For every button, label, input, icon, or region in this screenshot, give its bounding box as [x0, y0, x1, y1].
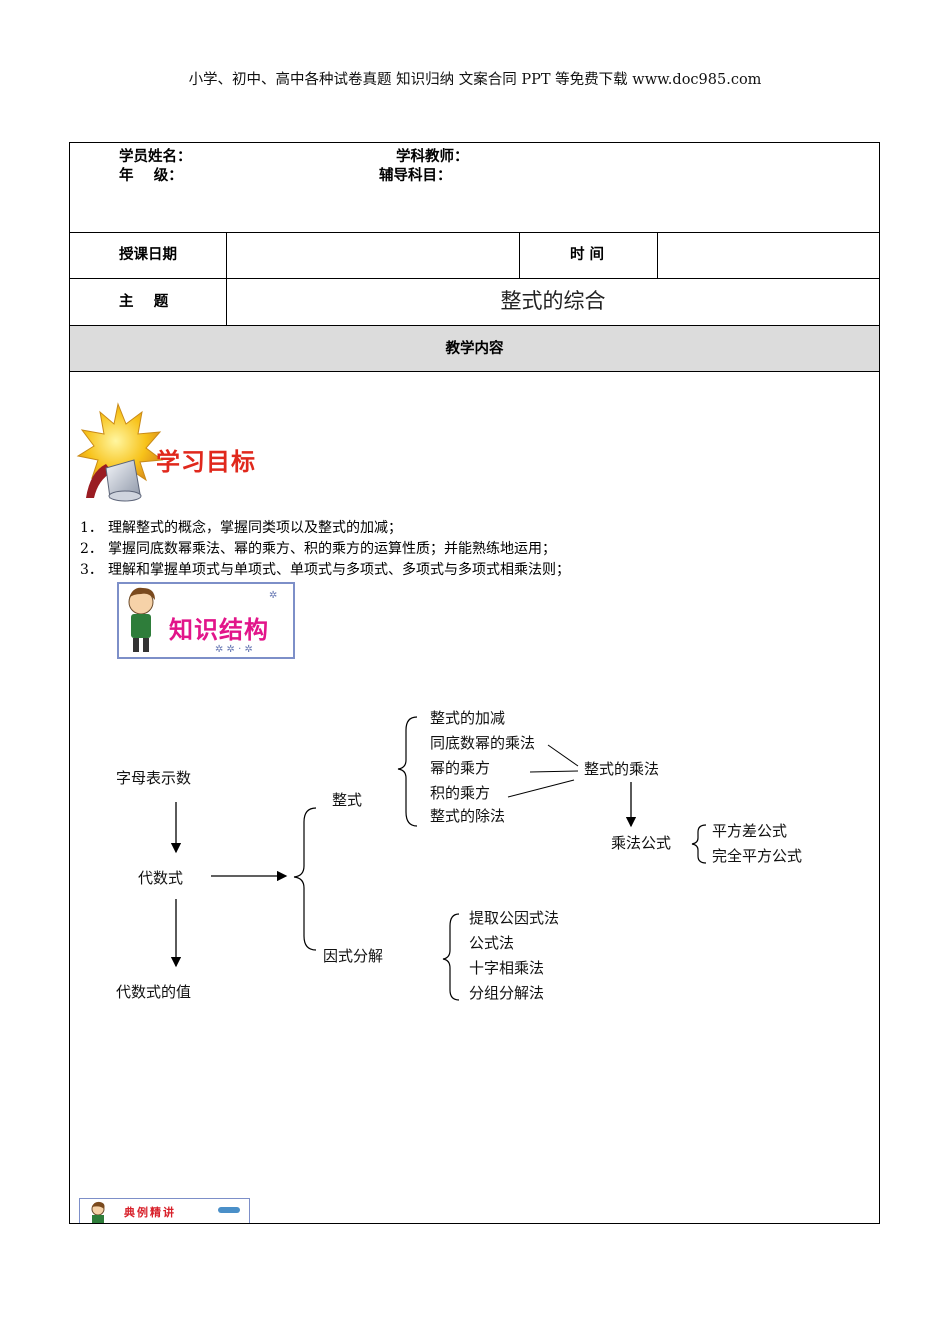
formula-item: 完全平方公式 [712, 847, 802, 865]
factor-method-item: 公式法 [469, 934, 514, 952]
divider [657, 232, 658, 278]
content-header: 教学内容 [445, 341, 504, 357]
divider [69, 371, 880, 372]
examples-banner: 典例精讲 [79, 1198, 250, 1223]
grade-label: 年 级： [119, 168, 183, 184]
student-cartoon-icon [128, 587, 155, 652]
brace [442, 913, 460, 1001]
teacher-label: 学科教师： [396, 149, 469, 165]
connector [547, 744, 579, 767]
divider [69, 232, 880, 233]
connector [507, 779, 575, 798]
node-polynomial: 整式 [332, 791, 362, 809]
brace [293, 807, 317, 951]
goals-banner-text: 学习目标 [156, 448, 256, 476]
factor-method-item: 分组分解法 [469, 984, 544, 1002]
brace [691, 824, 707, 864]
page-header: 小学、初中、高中各种试卷真题 知识归纳 文案合同 PPT 等免费下载 www.d… [188, 72, 762, 88]
decor-bar [218, 1207, 240, 1213]
node-algebraic: 代数式 [138, 869, 183, 887]
divider [69, 278, 880, 279]
examples-banner-text: 典例精讲 [124, 1206, 176, 1219]
knowledge-diagram: 字母表示数 代数式 代数式的值 整式 因式分解 整式的加减 同底数幂的乘法 幂的… [116, 709, 802, 1002]
goal-number: 2． [80, 541, 103, 557]
structure-banner-text: 知识结构 [169, 616, 269, 644]
goal-text: 理解和掌握单项式与单项式、单项式与多项式、多项式与多项式相乘法则； [108, 562, 570, 578]
goal-number: 3． [80, 562, 103, 578]
divider [226, 232, 227, 325]
content-header-shade [70, 326, 879, 371]
time-label: 时 间 [570, 247, 605, 263]
goal-item: 1． 理解整式的概念，掌握同类项以及整式的加减； [80, 517, 402, 537]
goal-item: 3． 理解和掌握单项式与单项式、单项式与多项式、多项式与多项式相乘法则； [80, 559, 570, 579]
goal-number: 1． [80, 520, 103, 536]
poly-op-item: 幂的乘方 [430, 759, 490, 777]
poly-op-item: 同底数幂的乘法 [430, 734, 535, 752]
snowflake-decor-icon: ✲ ✲ · ✲ [215, 644, 253, 655]
poly-op-item: 整式的除法 [430, 807, 505, 825]
factor-method-item: 十字相乘法 [469, 959, 544, 977]
subject-label: 辅导科目： [379, 168, 452, 184]
poly-op-item: 整式的加减 [430, 709, 505, 727]
student-name-label: 学员姓名： [119, 149, 192, 165]
goals-banner: 学习目标 [76, 402, 276, 502]
node-formulas: 乘法公式 [611, 834, 671, 852]
factor-method-item: 提取公因式法 [469, 909, 559, 927]
snowflake-decor-icon: ✲ [269, 590, 278, 601]
student-cartoon-icon [91, 1201, 105, 1223]
goal-text: 理解整式的概念，掌握同类项以及整式的加减； [108, 520, 402, 536]
node-multiplication: 整式的乘法 [584, 760, 659, 778]
formula-item: 平方差公式 [712, 822, 787, 840]
lesson-table [69, 142, 880, 1224]
node-factoring: 因式分解 [323, 947, 383, 965]
structure-banner: 知识结构 ✲ ✲ · ✲ ✲ [117, 582, 295, 659]
node-value: 代数式的值 [116, 983, 191, 1001]
goal-item: 2． 掌握同底数幂乘法、幂的乘方、积的乘方的运算性质；并能熟练地运用； [80, 538, 556, 558]
node-letters: 字母表示数 [116, 769, 191, 787]
topic-title: 整式的综合 [500, 289, 606, 313]
goal-text: 掌握同底数幂乘法、幂的乘方、积的乘方的运算性质；并能熟练地运用； [108, 541, 556, 557]
brace [397, 716, 418, 827]
poly-op-item: 积的乘方 [430, 784, 490, 802]
topic-label: 主 题 [119, 294, 169, 310]
divider [69, 325, 880, 326]
connector [529, 770, 579, 773]
date-label: 授课日期 [119, 247, 177, 263]
maple-leaf-icon [76, 402, 164, 502]
divider [519, 232, 520, 278]
